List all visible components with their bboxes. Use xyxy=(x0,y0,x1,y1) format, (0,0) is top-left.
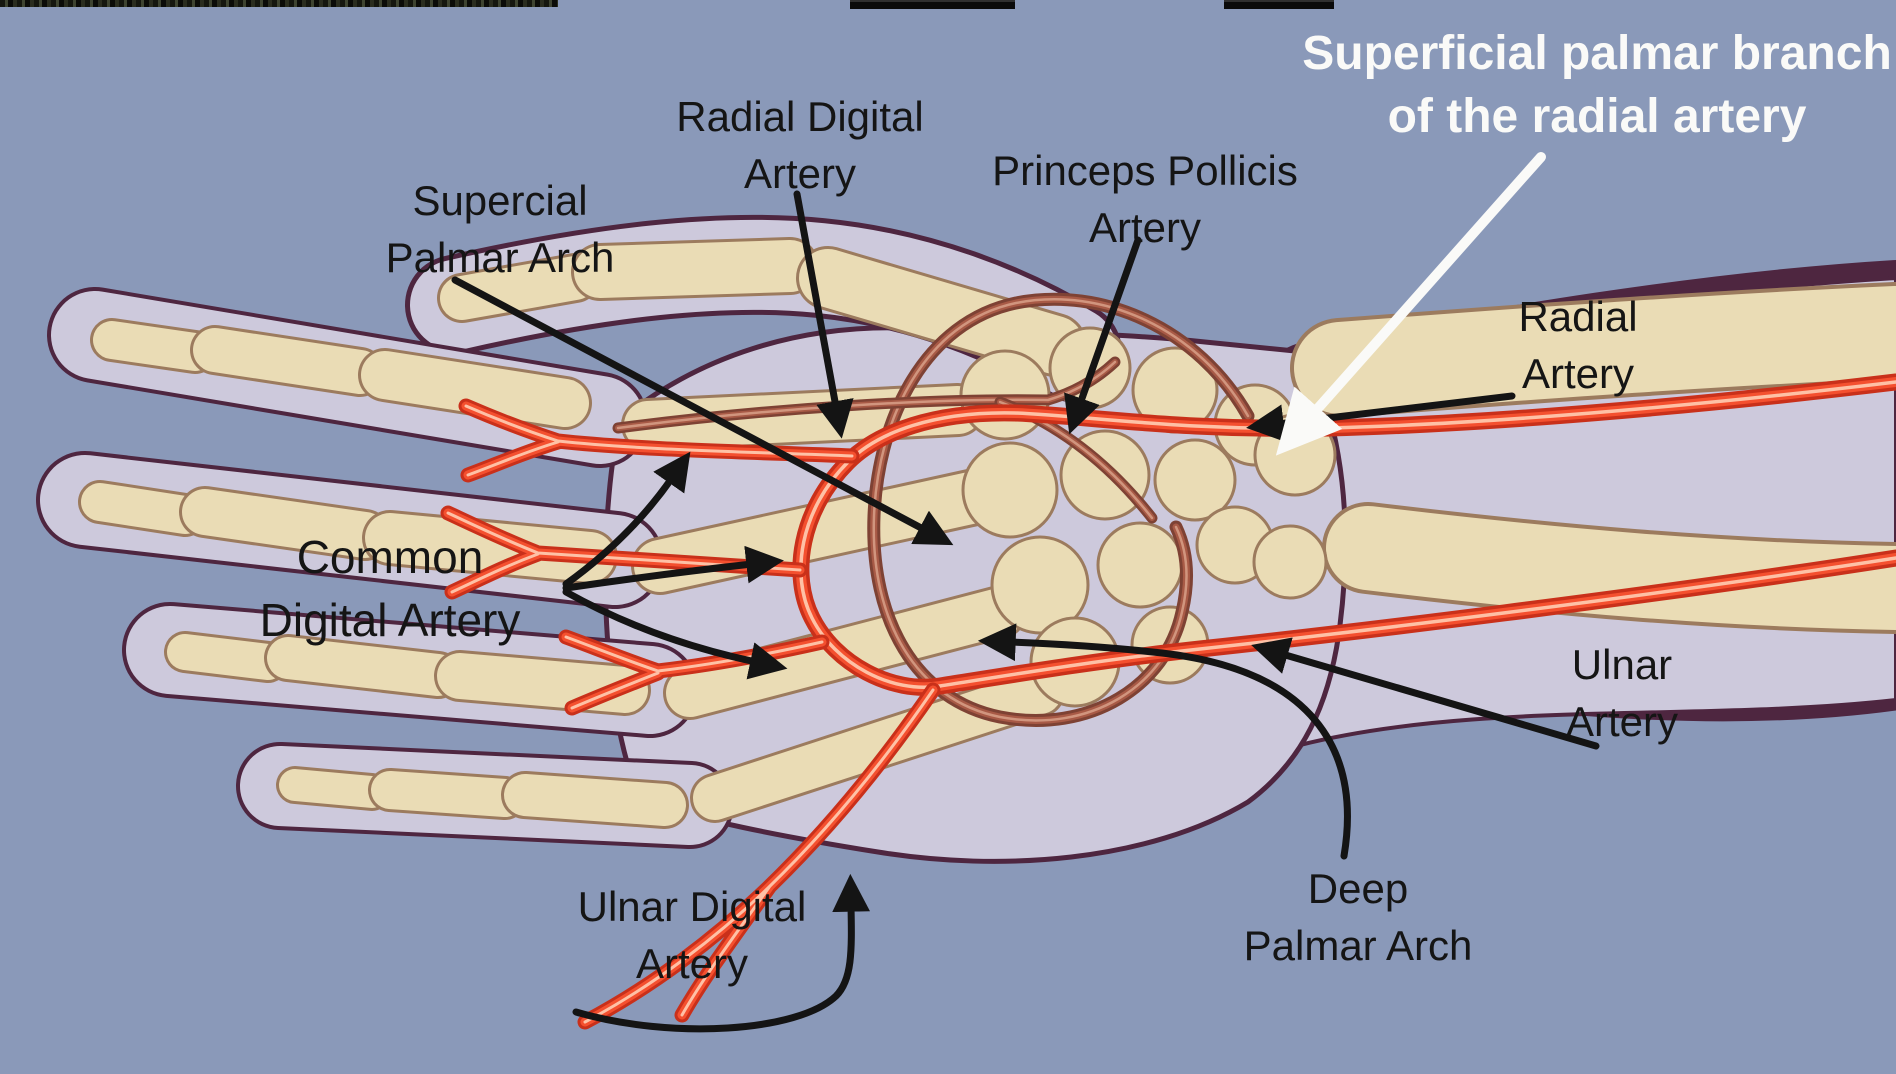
top-edge-strip xyxy=(0,0,1896,9)
arrow-superficial-palmar-branch xyxy=(1275,152,1546,456)
top-strip-dark-1 xyxy=(850,0,1015,9)
bones xyxy=(78,237,1896,829)
label-line: Ulnar Digital xyxy=(577,883,807,930)
label-line: Deep xyxy=(1307,865,1409,912)
arrow-deep-palmar-arch xyxy=(977,623,1351,860)
label-ulnar-digital-artery: Ulnar Digital Artery xyxy=(578,878,807,992)
label-line: Common xyxy=(296,531,484,583)
label-princeps-pollicis-artery: Princeps Pollicis Artery xyxy=(992,142,1298,256)
top-strip-dark-2 xyxy=(1224,0,1334,9)
arrow-radial-digital-artery xyxy=(793,190,854,439)
label-line: Artery xyxy=(1088,204,1201,252)
label-line: Artery xyxy=(635,940,748,988)
label-line: Artery xyxy=(743,150,857,198)
arrow-common-digital-3 xyxy=(562,588,788,680)
label-radial-digital-artery: Radial Digital Artery xyxy=(676,88,923,202)
label-line: of the radial artery xyxy=(1387,90,1807,144)
label-line: Radial xyxy=(1518,293,1638,340)
arrow-supercial-palmar-arch xyxy=(451,276,954,546)
label-line: Princeps Pollicis xyxy=(992,147,1298,194)
label-supercial-palmar-arch: Supercial Palmar Arch xyxy=(386,172,615,286)
label-deep-palmar-arch: Deep Palmar Arch xyxy=(1244,860,1473,974)
label-line: Superficial palmar branch xyxy=(1302,27,1892,80)
label-superficial-palmar-branch: Superficial palmar branch of the radial … xyxy=(1302,22,1892,149)
label-common-digital-artery: Common Digital Artery xyxy=(260,526,521,651)
label-line: Artery xyxy=(1521,350,1635,398)
label-line: Palmar Arch xyxy=(385,234,615,282)
arrow-common-digital-1 xyxy=(562,451,691,588)
label-radial-artery: Radial Artery xyxy=(1518,288,1637,402)
arrow-ulnar-artery xyxy=(1251,637,1600,750)
label-ulnar-artery: Ulnar Artery xyxy=(1566,636,1678,750)
label-line: Ulnar xyxy=(1571,641,1673,688)
arrow-princeps-pollicis-artery xyxy=(1064,236,1142,435)
label-line: Palmar Arch xyxy=(1243,922,1473,970)
arrow-common-digital-2 xyxy=(562,545,784,592)
arrow-ulnar-digital-artery xyxy=(572,873,871,1033)
label-line: Artery xyxy=(1565,698,1679,746)
label-line: Digital Artery xyxy=(259,593,521,646)
top-strip-noise xyxy=(0,0,558,7)
annotation-arrows xyxy=(451,152,1600,1033)
label-line: Radial Digital xyxy=(676,93,924,140)
label-line: Supercial xyxy=(412,177,588,224)
